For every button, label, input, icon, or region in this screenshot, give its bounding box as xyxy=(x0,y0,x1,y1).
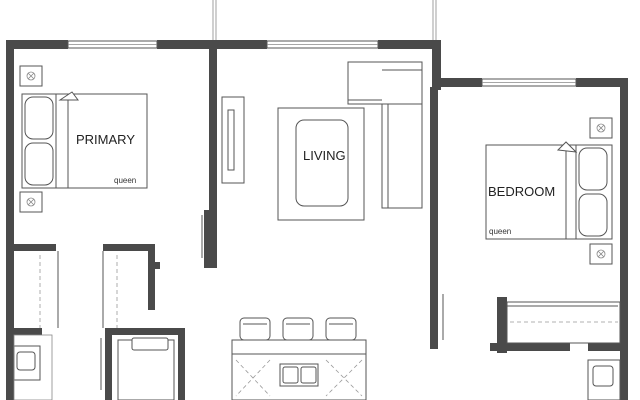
windows xyxy=(67,40,577,87)
bedroom-bed xyxy=(485,141,613,240)
primary-room-label: PRIMARY xyxy=(76,132,135,147)
bedroom-closet xyxy=(506,301,621,344)
kitchen-stools xyxy=(239,317,357,341)
living-tv-console xyxy=(221,96,245,184)
primary-bed xyxy=(21,91,148,189)
balcony-rails xyxy=(212,0,437,40)
primary-nightstands xyxy=(19,65,43,213)
bathroom-vanity-left xyxy=(13,334,53,400)
kitchen-island xyxy=(231,339,367,400)
living-rug xyxy=(277,107,365,221)
living-sofa xyxy=(347,61,423,209)
bedroom-nightstands xyxy=(589,117,613,265)
laundry-closet xyxy=(100,337,175,400)
primary-bed-size-label: queen xyxy=(114,176,136,185)
living-room-label: LIVING xyxy=(303,148,346,163)
bedroom-room-label: BEDROOM xyxy=(488,184,555,199)
bedroom-bed-size-label: queen xyxy=(489,227,511,236)
walls xyxy=(6,40,628,400)
bathroom-vanity-right xyxy=(587,359,621,400)
primary-closet xyxy=(39,251,118,328)
